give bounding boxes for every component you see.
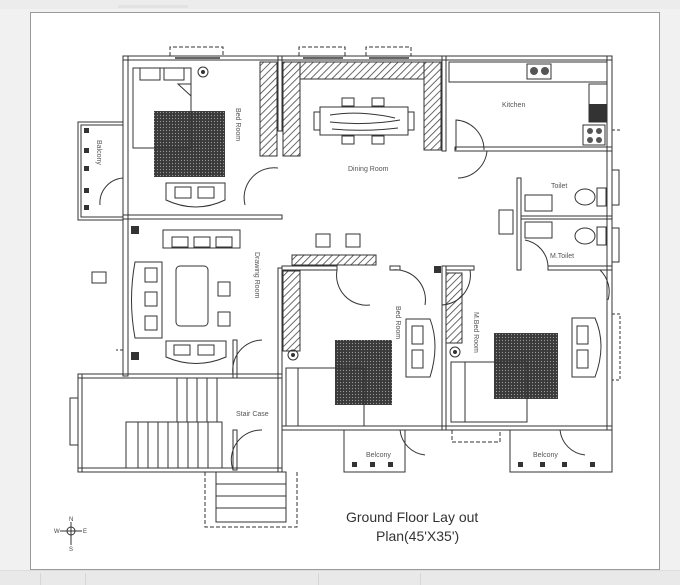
compass-south: S [69, 547, 73, 553]
viewer-tab[interactable] [118, 5, 188, 8]
bed-room-2-furniture: Bed Room [285, 306, 436, 427]
doors [99, 119, 610, 471]
viewer-statusbar [0, 570, 680, 585]
room-label-bed-room-1: Bed Room [234, 108, 241, 141]
bed-room-1-furniture: Bed Room [132, 66, 241, 208]
hatched-walls [259, 61, 463, 352]
room-label-balcony-left: Balcony [95, 140, 102, 165]
balconies-bottom: Belcony Belcony [343, 429, 613, 473]
toilets: Toilet M.Toilet [498, 183, 607, 260]
kitchen-furniture: Kitchen [448, 61, 608, 146]
compass-icon: N S W E [54, 517, 87, 553]
dining-furniture: Dining Room [313, 97, 415, 248]
plan-title-line-1: Ground Floor Lay out [346, 509, 478, 525]
room-label-dining-room: Dining Room [348, 166, 389, 173]
room-label-m-toilet: M.Toilet [550, 253, 574, 260]
windows [69, 46, 621, 446]
room-label-toilet: Toilet [551, 183, 567, 190]
room-label-kitchen: Kitchen [502, 102, 525, 109]
room-label-balcony-bottom-2: Belcony [533, 452, 558, 459]
plan-title-line-2: Plan(45'X35') [376, 528, 459, 544]
stair-case: Stair Case [125, 378, 298, 528]
document-page [30, 12, 660, 570]
room-label-drawing-room: Drawing Room [253, 252, 260, 298]
compass-east: E [83, 529, 87, 535]
viewer-toolbar [0, 0, 680, 9]
compass-north: N [69, 517, 73, 523]
room-label-bed-room-2: Bed Room [394, 306, 401, 339]
drawing-room-furniture: Drawing Room [91, 226, 441, 364]
room-label-m-bed-room: M.Bed Room [472, 312, 479, 353]
room-label-balcony-bottom-1: Belcony [366, 452, 391, 459]
balcony-left: Balcony [77, 121, 124, 221]
m-bed-room-furniture: M.Bed Room [449, 312, 602, 443]
room-label-stair-case: Stair Case [236, 411, 269, 418]
compass-west: W [54, 529, 60, 535]
